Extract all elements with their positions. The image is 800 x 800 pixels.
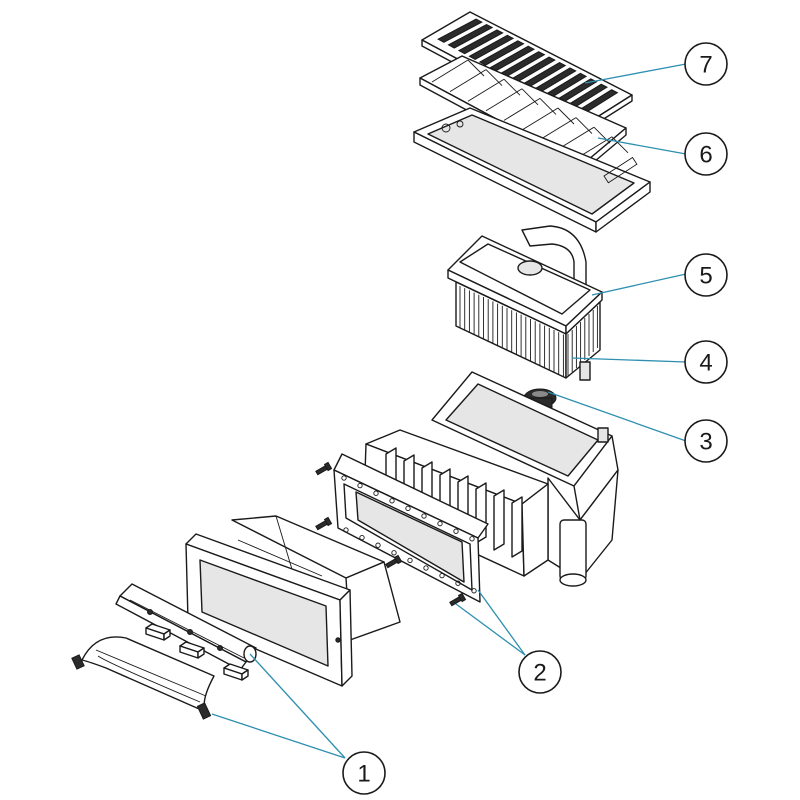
part-2-faceplate-frame xyxy=(333,453,489,603)
rib xyxy=(493,489,505,551)
leader-4 xyxy=(571,357,687,363)
leader-6 xyxy=(597,137,687,155)
callout-2-label: 2 xyxy=(533,660,546,687)
lattice-bar xyxy=(431,59,469,83)
bolt-hole xyxy=(389,498,395,504)
bolt-hole xyxy=(437,520,443,527)
grille-slot xyxy=(447,23,494,49)
lattice-bar xyxy=(521,88,539,106)
bolt-hole xyxy=(407,557,413,564)
bolt-hole xyxy=(343,527,349,533)
lattice-bar xyxy=(503,98,541,121)
bolt-hole xyxy=(455,580,461,586)
lattice-bar xyxy=(485,88,523,112)
lattice-bar xyxy=(611,136,629,154)
part-1-weir-assembly xyxy=(71,583,257,720)
lattice-bar xyxy=(467,59,485,77)
bolt-hole xyxy=(391,550,397,556)
callout-7-label: 7 xyxy=(699,52,712,79)
part-2-screws xyxy=(315,461,467,607)
lattice-bar xyxy=(467,78,505,102)
callout-1: 1 xyxy=(342,751,386,795)
callout-5: 5 xyxy=(684,253,728,297)
rib xyxy=(511,496,523,558)
leader-7 xyxy=(584,63,687,84)
grille-slot xyxy=(457,29,504,55)
leader-lines xyxy=(211,63,687,759)
callout-3: 3 xyxy=(684,419,728,463)
bolt-hole xyxy=(359,534,365,541)
faceplate xyxy=(185,533,353,687)
lattice-bar xyxy=(575,117,593,134)
bolt-hole xyxy=(373,490,379,496)
lattice-bar xyxy=(485,69,503,86)
part-4-filter-basket xyxy=(455,281,601,381)
leader-2a xyxy=(477,589,526,656)
callout-7: 7 xyxy=(684,42,728,86)
bolt-hole xyxy=(439,572,445,579)
callout-4-label: 4 xyxy=(699,350,712,377)
mouth-extension-housing xyxy=(231,515,401,641)
bolt-hole xyxy=(469,536,475,542)
lattice-bar xyxy=(593,126,611,144)
bolt-hole xyxy=(375,542,381,548)
bolt-hole xyxy=(421,513,427,519)
callout-4: 4 xyxy=(684,340,728,384)
lattice-bar xyxy=(503,78,521,96)
callout-1-label: 1 xyxy=(357,761,370,788)
callout-6-label: 6 xyxy=(699,142,712,169)
bolt-hole xyxy=(423,565,429,571)
bolt-hole xyxy=(471,588,477,594)
bolt-hole xyxy=(453,528,459,534)
lattice-bar xyxy=(557,107,575,125)
callout-5-label: 5 xyxy=(699,263,712,290)
callout-3-label: 3 xyxy=(699,429,712,456)
grille-slot xyxy=(437,18,483,43)
leader-5 xyxy=(591,273,687,296)
callout-2: 2 xyxy=(518,650,562,694)
grille-slot xyxy=(468,34,515,60)
grille-slot xyxy=(478,40,525,66)
lattice-bar xyxy=(539,98,557,115)
skimmer-body xyxy=(363,371,619,587)
bolt-hole xyxy=(357,482,363,489)
skimmer-lid-tray xyxy=(413,107,651,233)
lattice-bar xyxy=(557,126,595,150)
bolt-hole xyxy=(341,475,347,481)
lattice-bar xyxy=(521,107,559,131)
leader-2b xyxy=(455,603,526,656)
leader-3 xyxy=(547,391,687,442)
leader-1b xyxy=(211,713,346,759)
lattice-bar xyxy=(449,69,487,92)
callout-6: 6 xyxy=(684,132,728,176)
part-5-basket-cover xyxy=(447,225,603,335)
bolt-hole xyxy=(405,505,411,512)
leader-1a xyxy=(249,653,346,759)
lattice-bar xyxy=(539,117,577,140)
